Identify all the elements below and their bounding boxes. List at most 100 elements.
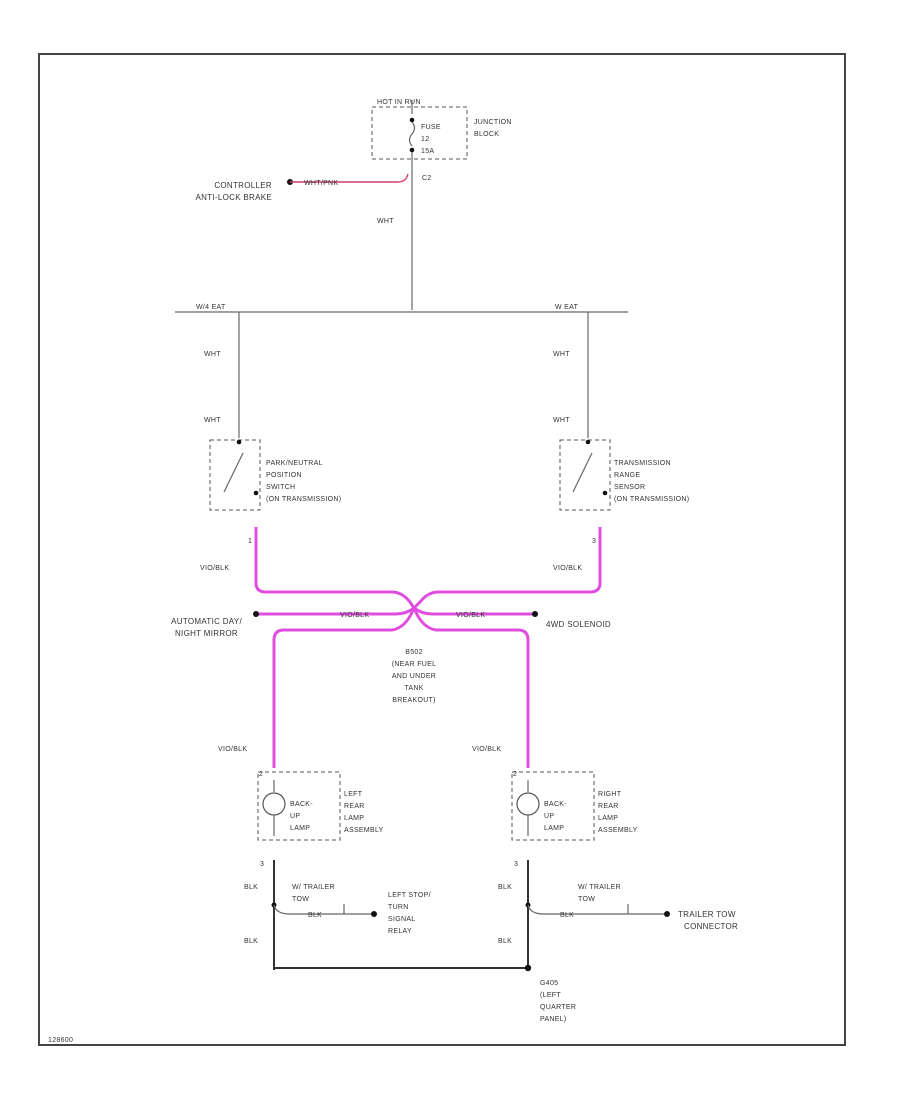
fuse-symbol xyxy=(408,121,416,147)
right-lamp-pin-top: 2 xyxy=(513,771,517,778)
ground-point xyxy=(524,964,532,972)
mirror-label-2: NIGHT MIRROR xyxy=(175,629,238,638)
splice-to-mirror xyxy=(256,606,415,616)
left-tow-wire xyxy=(273,904,372,915)
solenoid-label: 4WD SOLENOID xyxy=(546,620,611,629)
relay-label-2: TURN xyxy=(388,904,409,911)
right-lamp-type-3: LAMP xyxy=(544,825,564,832)
left-wire-upper-label: WHT xyxy=(204,351,221,358)
controller-label-2: ANTI-LOCK BRAKE xyxy=(195,193,272,202)
splice-to-right-lamp xyxy=(412,607,530,768)
mirror-label-1: AUTOMATIC DAY/ xyxy=(171,617,242,626)
relay-label-4: RELAY xyxy=(388,928,412,935)
left-wire-lower-label: WHT xyxy=(204,417,221,424)
right-switch-label-4: (ON TRANSMISSION) xyxy=(614,496,689,503)
right-assy-label-2: REAR xyxy=(598,803,619,810)
ground-g405: G405 (LEFT QUARTER PANEL) xyxy=(274,964,576,1023)
right-tow-label-2: TOW xyxy=(578,896,595,903)
splice-label-5: BREAKOUT) xyxy=(392,697,436,704)
right-switch-pin: 3 xyxy=(592,538,596,545)
right-lamp-type-2: UP xyxy=(544,813,554,820)
left-lamp-type-2: UP xyxy=(290,813,300,820)
right-tow-label-1: W/ TRAILER xyxy=(578,884,621,891)
ground-label-4: PANEL) xyxy=(540,1016,567,1023)
left-switch-outline xyxy=(209,439,261,511)
right-switch-outline xyxy=(559,439,611,511)
right-switch-bottom-contact xyxy=(602,490,608,496)
splice-label-1: B502 xyxy=(405,649,423,656)
left-tow-label-1: W/ TRAILER xyxy=(292,884,335,891)
left-rear-lamp-assembly: VIO/BLK 2 BACK- UP LAMP LEFT REAR LAMP A… xyxy=(218,746,431,970)
right-wire-lower-label: WHT xyxy=(553,417,570,424)
bus: W/4 EAT W EAT xyxy=(175,304,628,313)
left-assy-label-2: REAR xyxy=(344,803,365,810)
left-assy-label-3: LAMP xyxy=(344,815,364,822)
figure-id: 128600 xyxy=(48,1037,73,1044)
right-switch-label-3: SENSOR xyxy=(614,484,645,491)
right-lamp-type-1: BACK- xyxy=(544,801,567,808)
ground-label-3: QUARTER xyxy=(540,1004,576,1011)
left-assy-label-1: LEFT xyxy=(344,791,363,798)
left-tow-wire-label: BLK xyxy=(308,912,322,919)
splice-to-left-lamp xyxy=(272,607,416,768)
right-switch-to-splice xyxy=(412,527,602,610)
right-switch-lever xyxy=(572,452,593,493)
right-lamp-pin-bottom: 3 xyxy=(514,861,518,868)
controller-label-1: CONTROLLER xyxy=(214,181,272,190)
left-switch-pin: 1 xyxy=(248,538,252,545)
bus-right-label: W EAT xyxy=(555,304,579,311)
left-lamp-bulb-icon xyxy=(262,792,286,816)
controller-wire xyxy=(290,173,409,183)
right-lamp-outline xyxy=(511,771,595,841)
relay-label-1: LEFT STOP/ xyxy=(388,892,431,899)
right-rear-lamp-assembly: VIO/BLK 2 BACK- UP LAMP RIGHT REAR LAMP … xyxy=(472,746,738,970)
relay-label-3: SIGNAL xyxy=(388,916,415,923)
right-wire-upper-label: WHT xyxy=(553,351,570,358)
mirror-terminal xyxy=(253,611,259,617)
trailer-connector-label-2: CONNECTOR xyxy=(684,922,738,931)
right-assy-label-1: RIGHT xyxy=(598,791,622,798)
left-switch-to-splice xyxy=(254,527,416,609)
left-switch-label-3: SWITCH xyxy=(266,484,295,491)
right-assy-label-3: LAMP xyxy=(598,815,618,822)
trailer-connector-label-1: TRAILER TOW xyxy=(678,910,736,919)
right-tow-wire-label: BLK xyxy=(560,912,574,919)
fuse-terminal-bottom xyxy=(409,147,415,153)
splice-label-3: AND UNDER xyxy=(392,673,436,680)
left-tow-label-2: TOW xyxy=(292,896,309,903)
hot-in-run-label: HOT IN RUN xyxy=(377,99,421,106)
left-blk-label-1: BLK xyxy=(244,884,258,891)
left-lamp-outline xyxy=(257,771,341,841)
left-switch-top-contact xyxy=(236,439,242,445)
right-tow-wire xyxy=(527,904,664,915)
left-switch-out-wire-label: VIO/BLK xyxy=(200,565,229,572)
trailer-connector-terminal xyxy=(664,911,670,917)
right-switch-label-2: RANGE xyxy=(614,472,640,479)
right-switch-label-1: TRANSMISSION xyxy=(614,460,671,467)
splice-network: VIO/BLK VIO/BLK AUTOMATIC DAY/ NIGHT MIR… xyxy=(171,527,611,768)
left-switch-label-2: POSITION xyxy=(266,472,302,479)
transmission-range-sensor: WHT WHT TRANSMISSION RANGE SENSOR (ON TR… xyxy=(553,312,689,572)
connector-c2-label: C2 xyxy=(422,175,432,182)
right-switch-top-contact xyxy=(585,439,591,445)
solenoid-terminal xyxy=(532,611,538,617)
left-lamp-wire-label: VIO/BLK xyxy=(218,746,247,753)
left-lamp-pin-top: 2 xyxy=(259,771,263,778)
left-assy-label-4: ASSEMBLY xyxy=(344,827,384,834)
ground-label-1: G405 xyxy=(540,980,558,987)
bus-left-label: W/4 EAT xyxy=(196,304,226,311)
left-switch-lever xyxy=(223,452,244,493)
left-switch-bottom-contact xyxy=(253,490,259,496)
relay-terminal xyxy=(371,911,377,917)
right-blk-label-2: BLK xyxy=(498,938,512,945)
junction-label-1: JUNCTION xyxy=(474,119,512,126)
right-assy-label-4: ASSEMBLY xyxy=(598,827,638,834)
splice-label-4: TANK xyxy=(404,685,423,692)
controller-branch: WHT/PNK CONTROLLER ANTI-LOCK BRAKE xyxy=(195,173,409,202)
junction-label-2: BLOCK xyxy=(474,131,499,138)
right-blk-label-1: BLK xyxy=(498,884,512,891)
left-lamp-pin-bottom: 3 xyxy=(260,861,264,868)
left-switch-label-1: PARK/NEUTRAL xyxy=(266,460,323,467)
left-blk-label-2: BLK xyxy=(244,938,258,945)
